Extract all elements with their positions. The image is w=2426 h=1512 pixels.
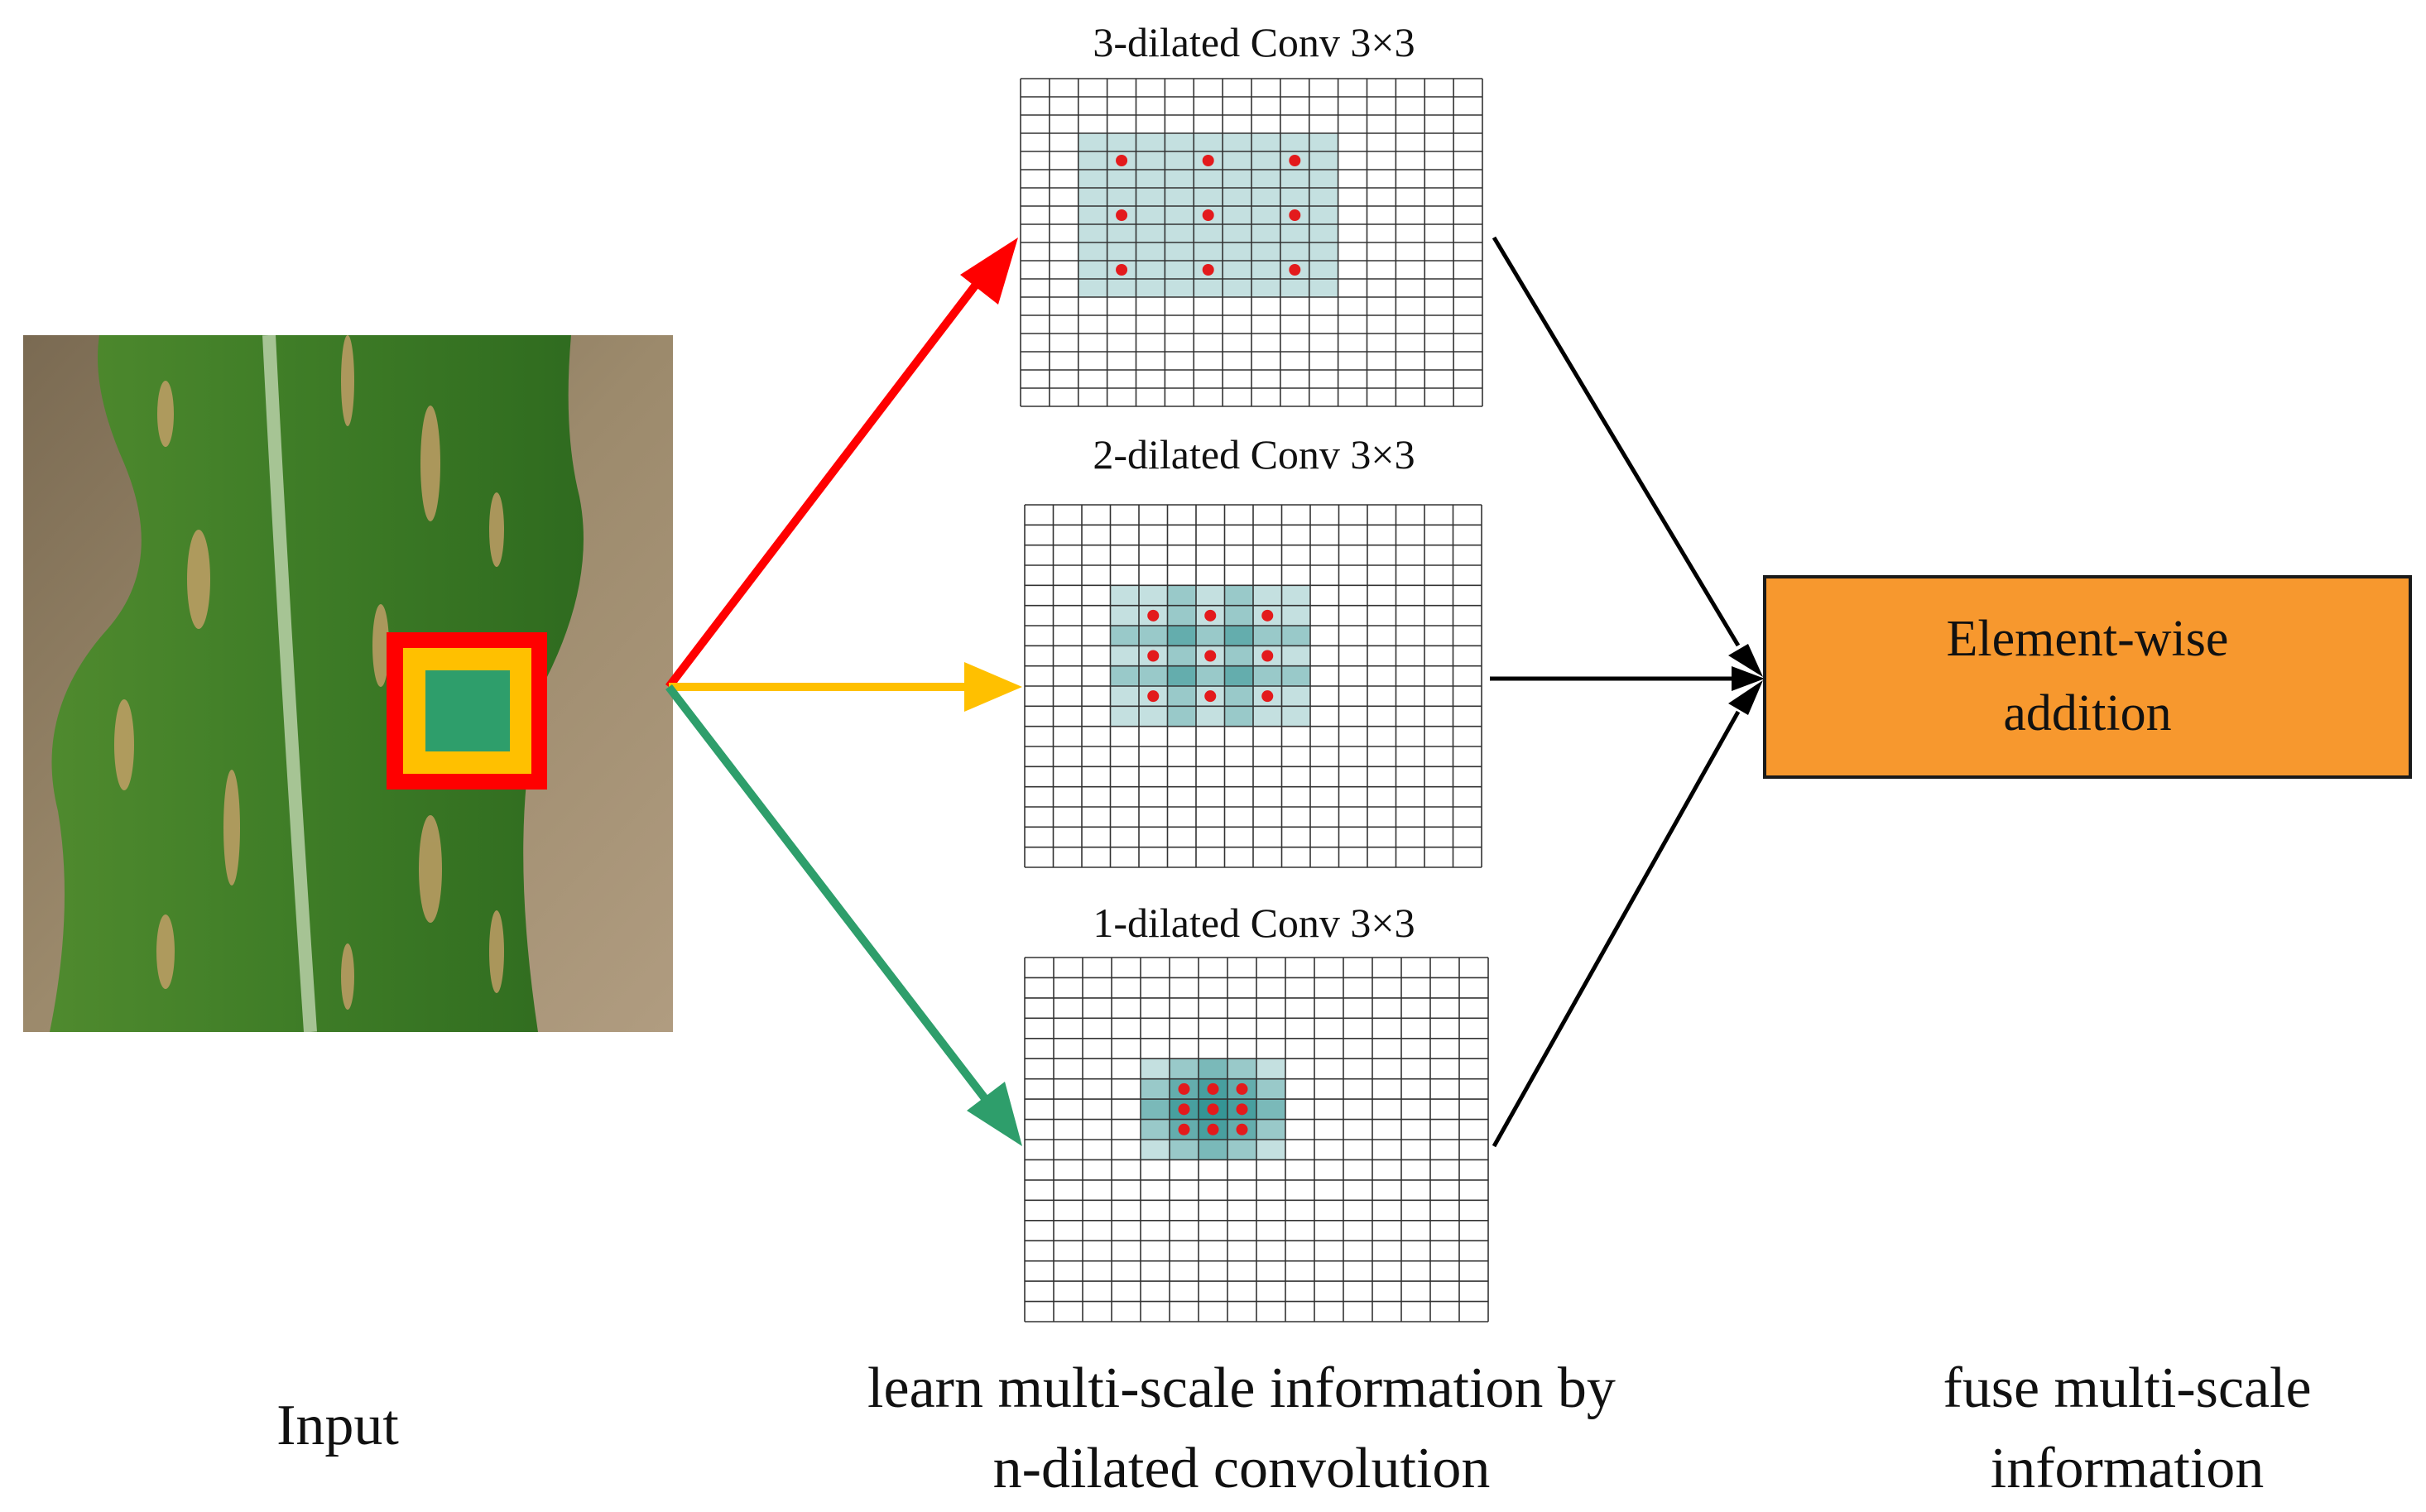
merge-arrow-mid [1490,666,1765,691]
input-region-green [425,670,510,751]
conv-grid-1-dilated [1024,957,1489,1322]
kernel-tap-dot [1202,155,1214,166]
branch-arrow-yellow [669,662,1022,712]
fusion-label-line2: addition [2003,685,2171,742]
kernel-tap-dot [1202,209,1214,221]
grid-lines [1024,504,1482,868]
kernel-taps [1116,155,1301,276]
kernel-tap-dot [1147,690,1160,703]
kernel-tap-dot [1178,1103,1190,1116]
kernel-tap-dot [1202,264,1214,276]
receptive-field-shading [1110,585,1310,727]
fuse-caption-line2: information [1991,1437,2264,1500]
merge-arrow-bot [1492,680,1763,1148]
kernel-tap-dot [1147,609,1160,622]
kernel-tap-dot [1178,1123,1190,1135]
kernel-tap-dot [1204,690,1217,703]
fusion-label-line1: Element-wise [1947,611,2229,667]
kernel-tap-dot [1289,264,1301,276]
kernel-tap-dot [1236,1103,1248,1116]
kernel-tap-dot [1236,1082,1248,1095]
branch-arrow-green [665,684,1022,1146]
kernel-tap-dot [1261,690,1274,703]
kernel-tap-dot [1204,650,1217,662]
kernel-tap-dot [1116,155,1128,166]
grid-lines [1020,78,1483,407]
kernel-tap-dot [1261,650,1274,662]
branch-arrow-red [665,238,1018,690]
kernel-tap-dot [1207,1082,1219,1095]
fuse-caption-line1: fuse multi-scale [1943,1356,2311,1420]
merge-arrow-top [1492,236,1763,677]
conv-grid-2-dilated [1024,504,1482,868]
kernel-taps [1147,609,1274,703]
kernel-tap-dot [1204,609,1217,622]
conv-title-3-dilated: 3-dilated Conv 3×3 [1093,19,1415,65]
kernel-tap-dot [1116,264,1128,276]
element-wise-addition-box: Element-wise addition [1763,575,2412,779]
learn-caption-line1: learn multi-scale information by [867,1356,1616,1420]
input-label: Input [276,1394,399,1457]
kernel-tap-dot [1207,1123,1219,1135]
conv-title-1-dilated: 1-dilated Conv 3×3 [1093,900,1415,946]
kernel-tap-dot [1147,650,1160,662]
kernel-tap-dot [1289,155,1301,166]
conv-title-2-dilated: 2-dilated Conv 3×3 [1093,431,1415,478]
conv-grid-3-dilated [1020,78,1483,407]
kernel-tap-dot [1207,1103,1219,1116]
kernel-tap-dot [1261,609,1274,622]
learn-caption-line2: n-dilated convolution [993,1437,1491,1500]
kernel-tap-dot [1116,209,1128,221]
grid-lines [1024,957,1489,1322]
kernel-tap-dot [1178,1082,1190,1095]
input-leaf-image [23,335,673,1032]
kernel-tap-dot [1236,1123,1248,1135]
kernel-taps [1178,1082,1248,1135]
kernel-tap-dot [1289,209,1301,221]
